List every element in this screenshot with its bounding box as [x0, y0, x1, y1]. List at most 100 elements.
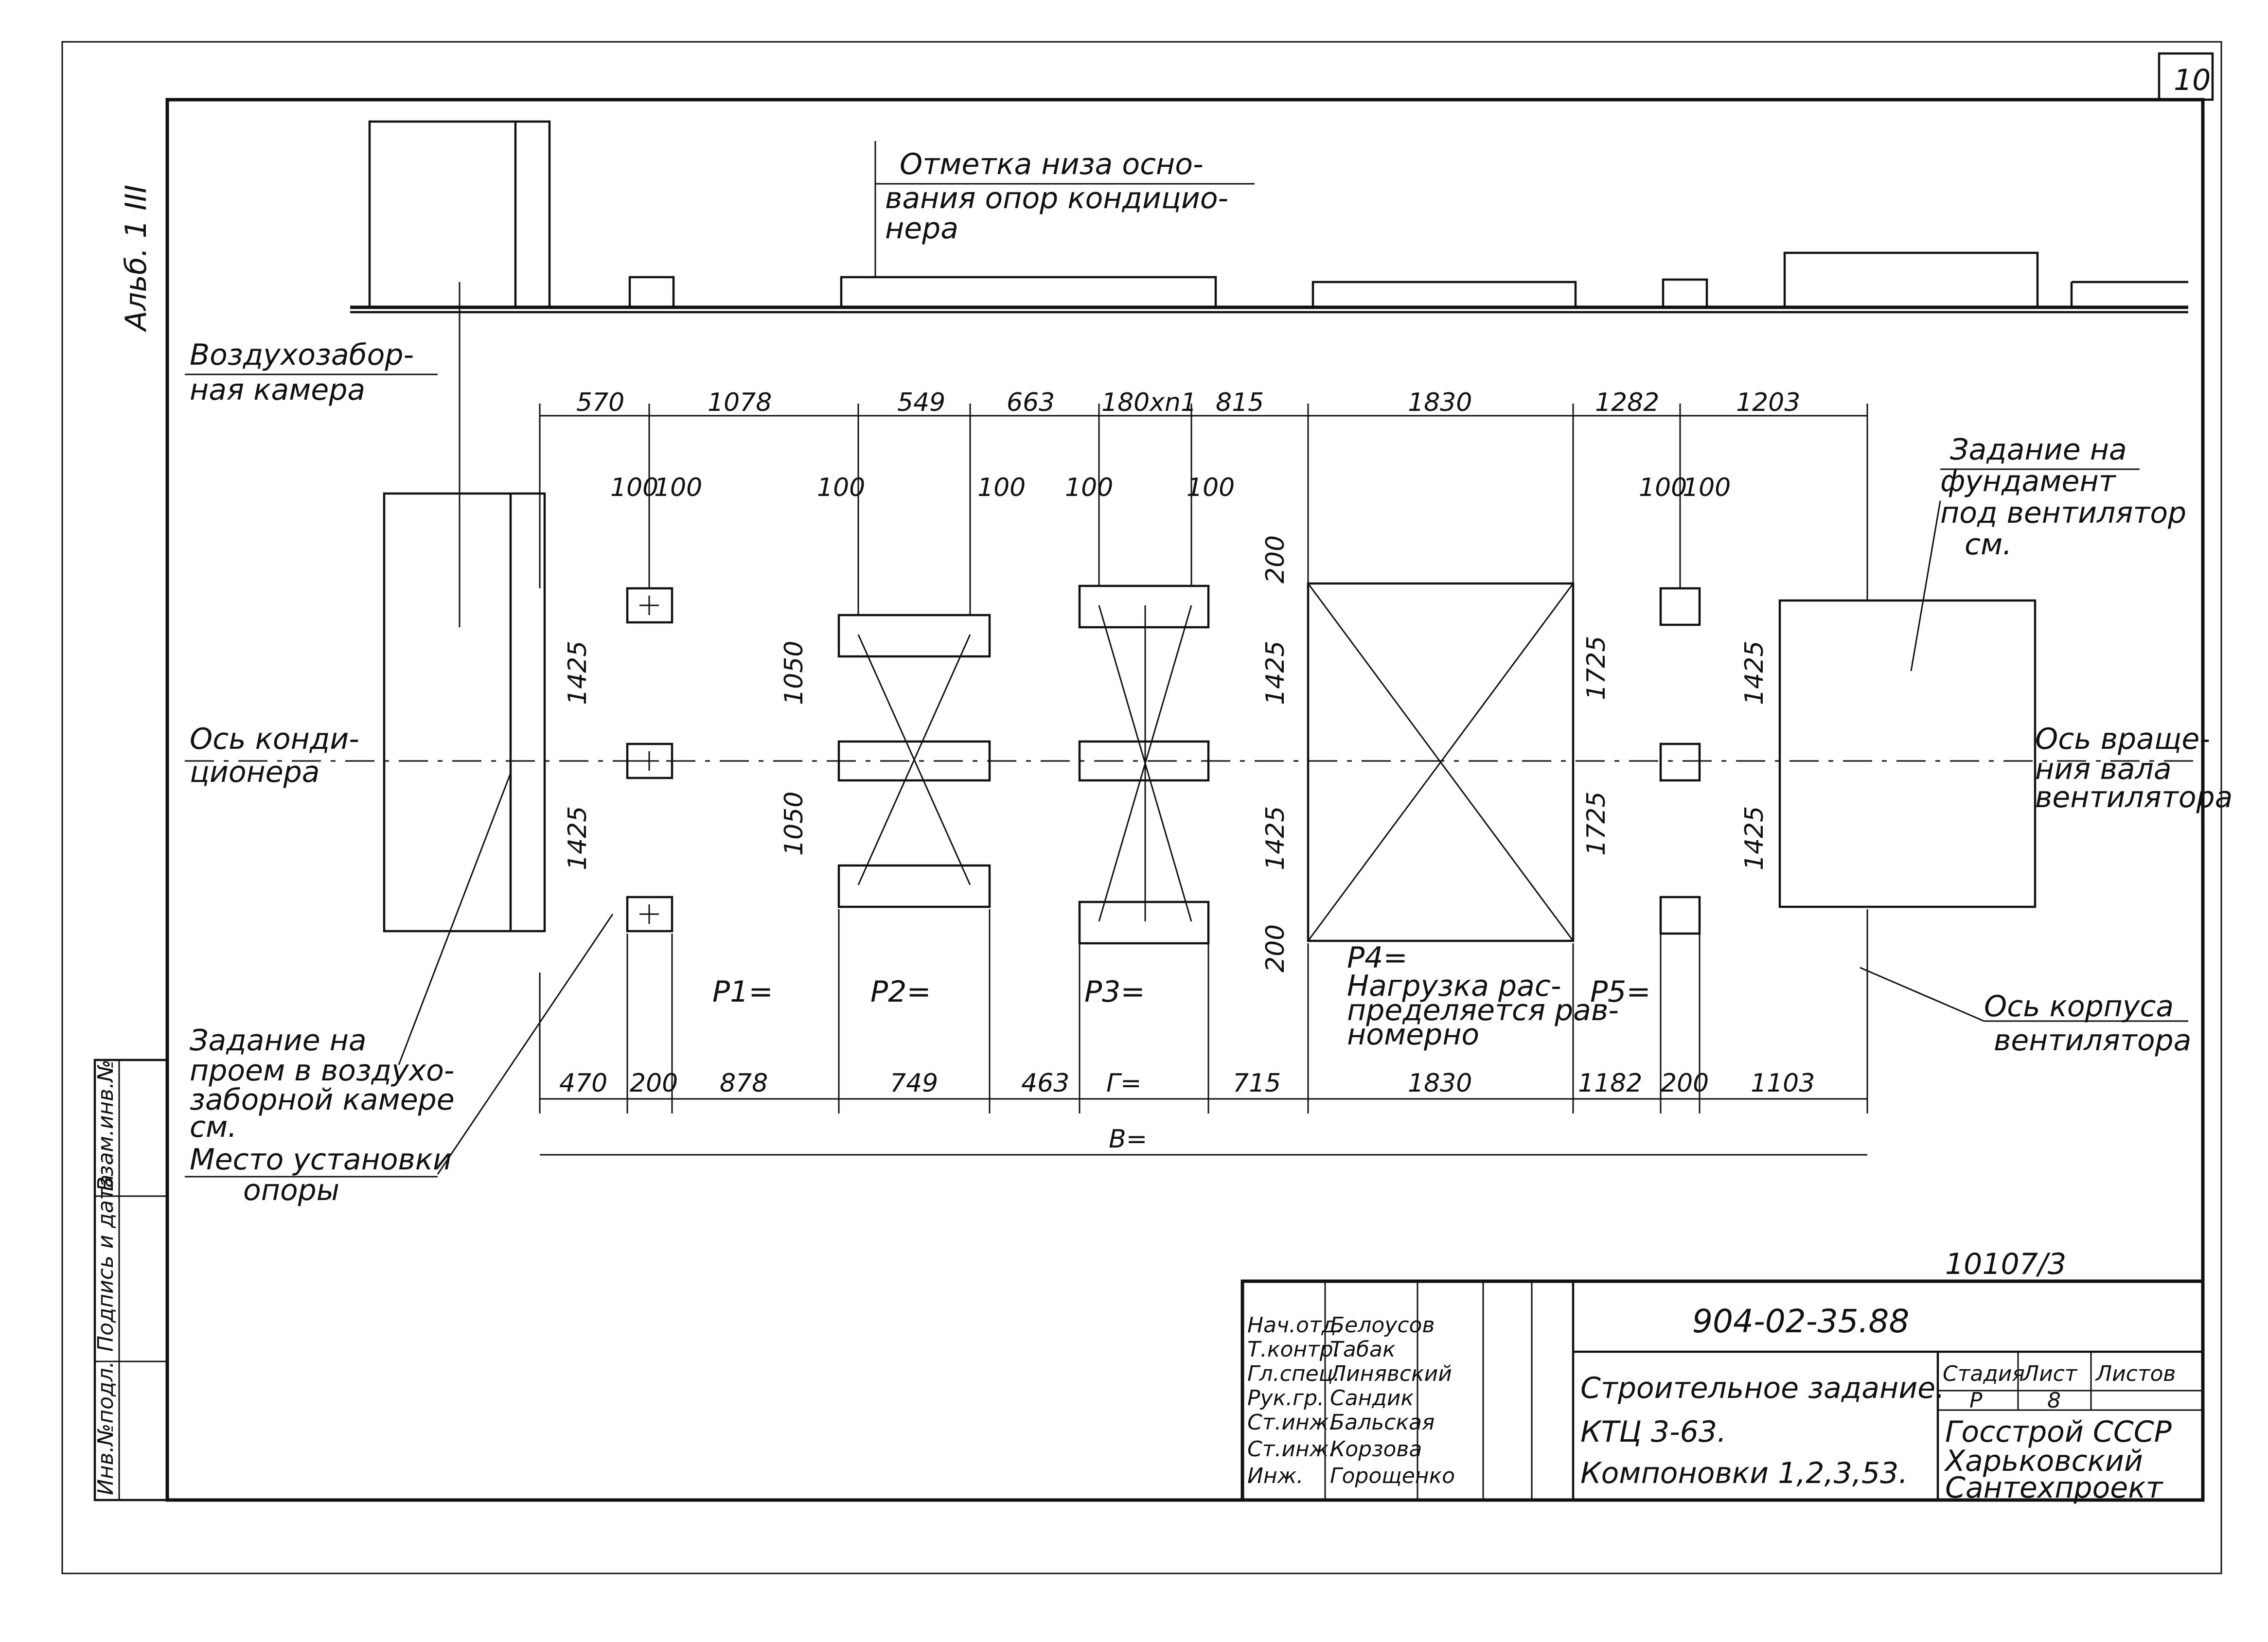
base-mark-label-2: вания опор кондицио-: [885, 181, 1228, 215]
staff-role-2: Т.контр.: [1247, 1337, 1340, 1362]
conditioner-axis-label-2: ционера: [190, 755, 320, 789]
intake-chamber-label-1: Воздухозабор-: [190, 338, 414, 372]
dim-100-g: 100: [1639, 473, 1687, 502]
dim-1425-d: 1425: [1261, 806, 1290, 870]
load-p2: P2=: [870, 975, 931, 1009]
staff-name-5: Бальская: [1330, 1410, 1435, 1435]
support-group-3: [1078, 584, 1210, 945]
staff-name-3: Линявский: [1329, 1361, 1452, 1386]
dim-100-d: 100: [977, 473, 1026, 502]
opening-task-label-4: см.: [190, 1110, 237, 1144]
dim-bottom-2: 200: [630, 1069, 678, 1098]
fan-foundation-label-2: фундамент: [1940, 464, 2117, 498]
fan-shaft-axis-label-2: ния вала: [2035, 752, 2172, 786]
dim-bottom-3: 878: [720, 1069, 768, 1098]
org-line-1: Госстрой СССР: [1945, 1415, 2172, 1449]
load-p4: P4=: [1347, 941, 1408, 975]
staff-name-7: Горощенко: [1330, 1464, 1455, 1488]
base-mark-label-1: Отметка низа осно-: [900, 147, 1204, 181]
support-group-1: [626, 587, 673, 933]
sheet-number: 10: [2174, 63, 2211, 97]
conditioner-block: [1307, 582, 1575, 942]
dim-1425-f: 1425: [1740, 806, 1769, 870]
fan-foundation-label-1: Задание на: [1950, 433, 2127, 467]
dim-200-b: 200: [1261, 924, 1290, 972]
staff-role-3: Гл.спец.: [1247, 1361, 1340, 1386]
dim-bottom-10: 200: [1661, 1069, 1709, 1098]
dim-100-e: 100: [1065, 473, 1113, 502]
dim-1425-a: 1425: [563, 641, 592, 705]
fan-casing-axis-label-2: вентилятора: [1994, 1024, 2191, 1058]
dim-1425-e: 1425: [1740, 641, 1769, 705]
opening-task-label-2: проем в воздухо-: [190, 1054, 455, 1088]
stage-value: Р: [1969, 1388, 1983, 1413]
side-table-replace: Взам.инв.№: [93, 1059, 118, 1191]
conditioner-axis-label-1: Ось конди-: [190, 722, 359, 756]
staff-name-6: Корзова: [1330, 1437, 1422, 1462]
dim-bottom-8: 1830: [1408, 1069, 1472, 1098]
intake-chamber: [383, 492, 546, 933]
dim-100-a: 100: [610, 473, 658, 502]
side-table-sign: Подпись и дата: [93, 1175, 118, 1352]
fan-foundation-label-3: под вентилятор: [1940, 496, 2186, 530]
dim-100-b: 100: [654, 473, 702, 502]
dim-bottom-9: 1182: [1578, 1069, 1642, 1098]
load-p3: P3=: [1084, 975, 1145, 1009]
load-note-1: Нагрузка рас-: [1347, 969, 1561, 1003]
sheet-number-box: [2158, 52, 2214, 101]
intake-chamber-label-2: ная камера: [190, 373, 365, 407]
dim-1050-a: 1050: [780, 641, 809, 705]
dim-top-5: 180xn1: [1101, 388, 1197, 417]
dim-1050-b: 1050: [780, 792, 809, 856]
title-block: [1240, 1279, 2205, 1502]
load-p5: P5=: [1590, 975, 1651, 1009]
load-note-3: номерно: [1347, 1018, 1479, 1052]
sheet-value: 8: [2047, 1388, 2061, 1413]
staff-name-2: Табак: [1330, 1337, 1396, 1362]
dim-bottom-6: Г=: [1106, 1069, 1142, 1098]
album-stamp: Альб. 1 III: [119, 185, 153, 333]
dim-1725-b: 1725: [1582, 792, 1611, 856]
dim-1425-c: 1425: [1261, 641, 1290, 705]
dim-bottom-5: 463: [1021, 1069, 1069, 1098]
dim-1425-b: 1425: [563, 806, 592, 870]
top-dimension-chain: [539, 404, 1868, 615]
dim-bottom-11: 1103: [1751, 1069, 1815, 1098]
elevation-view: [350, 120, 2188, 314]
inner-frame: [165, 98, 2205, 1502]
dim-top-4: 663: [1007, 388, 1055, 417]
staff-role-6: Ст.инж.: [1247, 1437, 1335, 1462]
dim-100-f: 100: [1187, 473, 1235, 502]
dim-top-3: 549: [897, 388, 945, 417]
dim-top-2: 1078: [708, 388, 772, 417]
dim-top-6: 815: [1216, 388, 1264, 417]
opening-task-label-3: заборной камере: [190, 1083, 455, 1117]
fan-foundation-label-4: см.: [1965, 528, 2012, 562]
load-p1: P1=: [712, 975, 773, 1009]
outer-frame: [61, 41, 2222, 1574]
support-place-label-2: опоры: [243, 1173, 339, 1207]
dim-top-7: 1830: [1408, 388, 1472, 417]
dim-100-h: 100: [1683, 473, 1731, 502]
fan-shaft-axis-label-3: вентилятора: [2035, 780, 2233, 814]
org-line-2: Харьковский: [1944, 1444, 2143, 1478]
staff-name-4: Сандик: [1330, 1386, 1414, 1411]
title-line-2: КТЦ 3-63.: [1580, 1415, 1726, 1449]
stage-header: Стадия: [1943, 1361, 2025, 1386]
support-place-label-1: Место установки: [190, 1143, 452, 1177]
doc-number: 904-02-35.88: [1692, 1303, 1910, 1340]
dim-bottom-4: 749: [890, 1069, 938, 1098]
dim-total: B=: [1109, 1125, 1147, 1154]
org-line-3: Сантехпроект: [1945, 1471, 2163, 1505]
dim-bottom-7: 715: [1233, 1069, 1281, 1098]
fan-foundation: [1778, 599, 2037, 908]
dim-top-8: 1282: [1595, 388, 1659, 417]
support-group-5: [1659, 587, 1701, 935]
dim-top-1: 570: [576, 388, 624, 417]
side-table: [93, 1059, 169, 1501]
bottom-dimension-chain: [539, 909, 1868, 1156]
staff-table: Нач.отд. Белоусов Т.контр. Табак Гл.спец…: [1247, 1313, 1455, 1488]
dim-1725-a: 1725: [1582, 636, 1611, 700]
